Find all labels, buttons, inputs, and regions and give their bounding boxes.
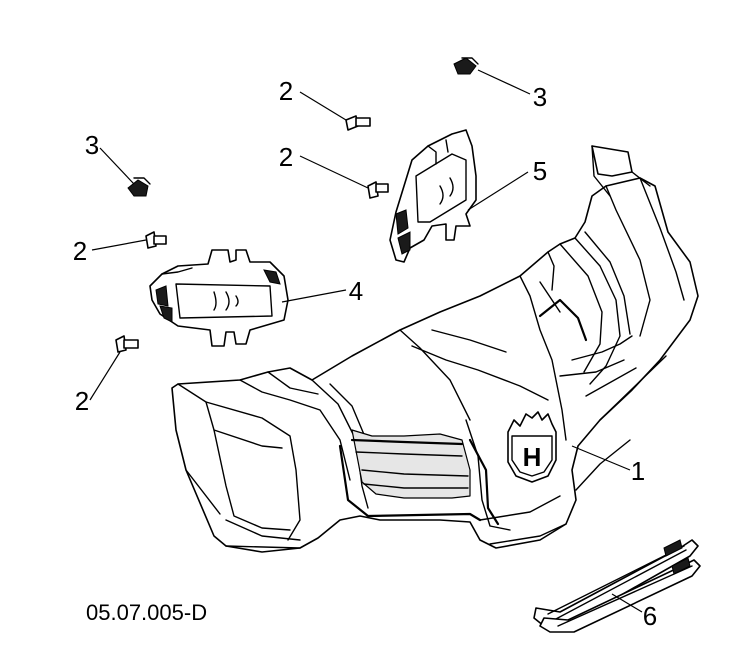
part-3-clip-a [453,57,479,75]
part-2-screw-b [367,181,389,199]
part-2-screw-d [115,335,139,353]
callout-1: 1 [631,456,645,486]
callout-3b: 3 [85,130,99,160]
leader-lines [89,69,643,613]
drawing-id: 05.07.005-D [86,600,207,625]
callout-2b: 2 [279,142,293,172]
part-5-headlight-right [389,129,477,263]
callout-3a: 3 [533,82,547,112]
logo-letter: H [523,442,542,472]
part-6-cable-ties [533,539,701,633]
callout-2c: 2 [73,236,87,266]
part-4-headlight-left [149,249,289,347]
part-3-clip-b [127,177,151,197]
part-2-screw-c [145,231,167,249]
part-2-screw-a [345,115,371,131]
callout-6: 6 [643,601,657,631]
callout-5: 5 [533,156,547,186]
part-1-hood-cover: H [171,145,699,553]
hood-logo: H [507,411,557,483]
callout-4: 4 [349,276,363,306]
callout-2a: 2 [279,76,293,106]
callout-2d: 2 [75,386,89,416]
callout-labels: 2 2 2 2 3 3 5 4 1 6 [73,76,657,631]
